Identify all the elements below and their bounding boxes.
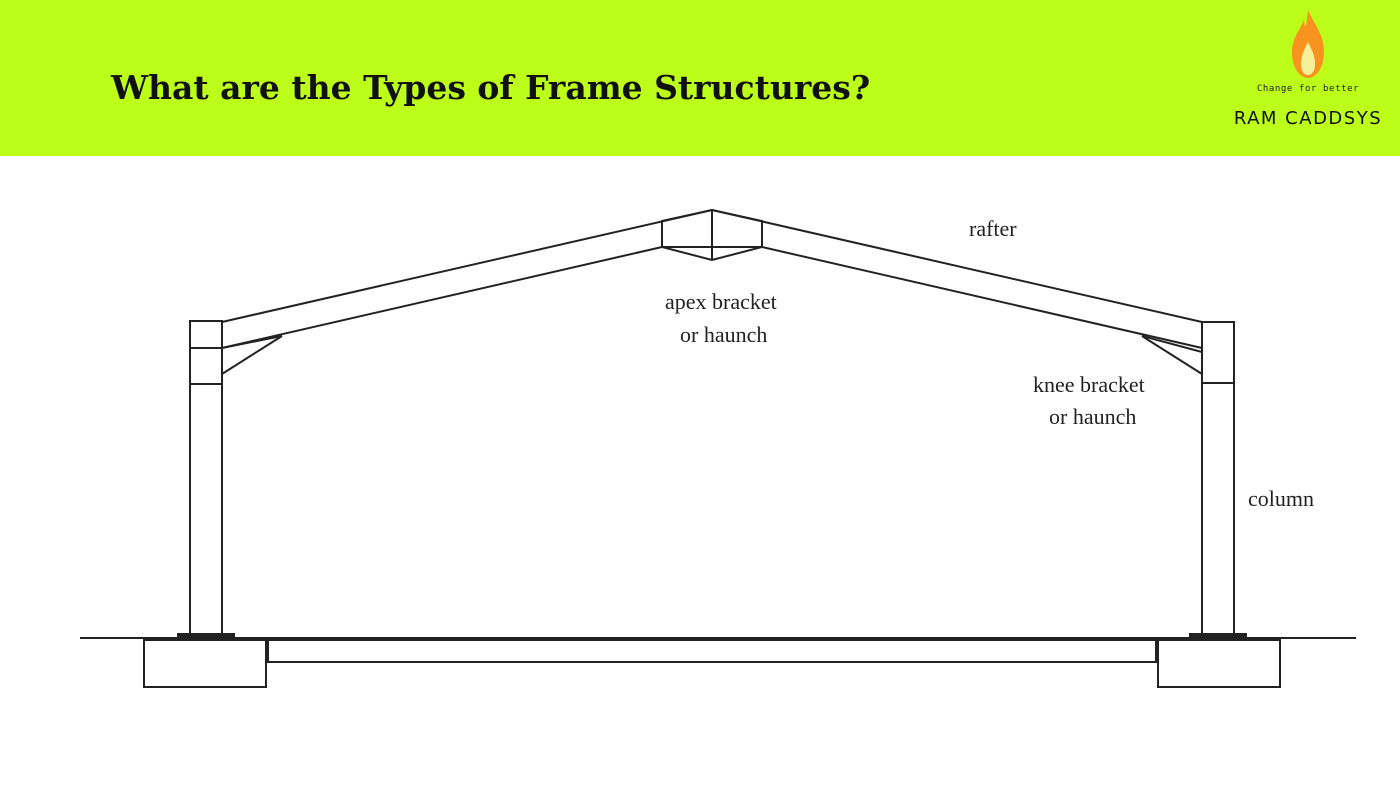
label-apex-line1: apex bracket <box>665 289 777 314</box>
flame-icon <box>1292 10 1324 78</box>
left-footing <box>143 639 267 688</box>
right-knee-haunch <box>1141 335 1203 375</box>
logo-brand-name: RAM CADDSYS <box>1233 108 1383 129</box>
left-rafter-top <box>221 209 713 323</box>
brand-logo: Change for better RAM CADDSYS <box>1228 8 1393 138</box>
header-banner: What are the Types of Frame Structures? … <box>0 0 1400 156</box>
logo-tagline: Change for better <box>1256 84 1360 94</box>
left-column <box>189 320 223 635</box>
right-column <box>1201 321 1235 635</box>
right-rafter-bottom <box>761 246 1203 349</box>
left-rafter-bottom <box>221 246 663 349</box>
page-title: What are the Types of Frame Structures? <box>111 68 871 107</box>
floor-slab <box>267 639 1157 663</box>
label-apex-line2: or haunch <box>680 322 767 347</box>
label-rafter: rafter <box>969 216 1017 241</box>
right-footing <box>1157 639 1281 688</box>
right-rafter-top <box>711 209 1203 323</box>
left-knee-haunch <box>221 335 283 375</box>
label-knee-line1: knee bracket <box>1033 372 1145 397</box>
label-column: column <box>1248 486 1314 511</box>
label-knee-line2: or haunch <box>1049 404 1136 429</box>
portal-frame-diagram: rafter apex bracket or haunch knee brack… <box>80 208 1356 688</box>
